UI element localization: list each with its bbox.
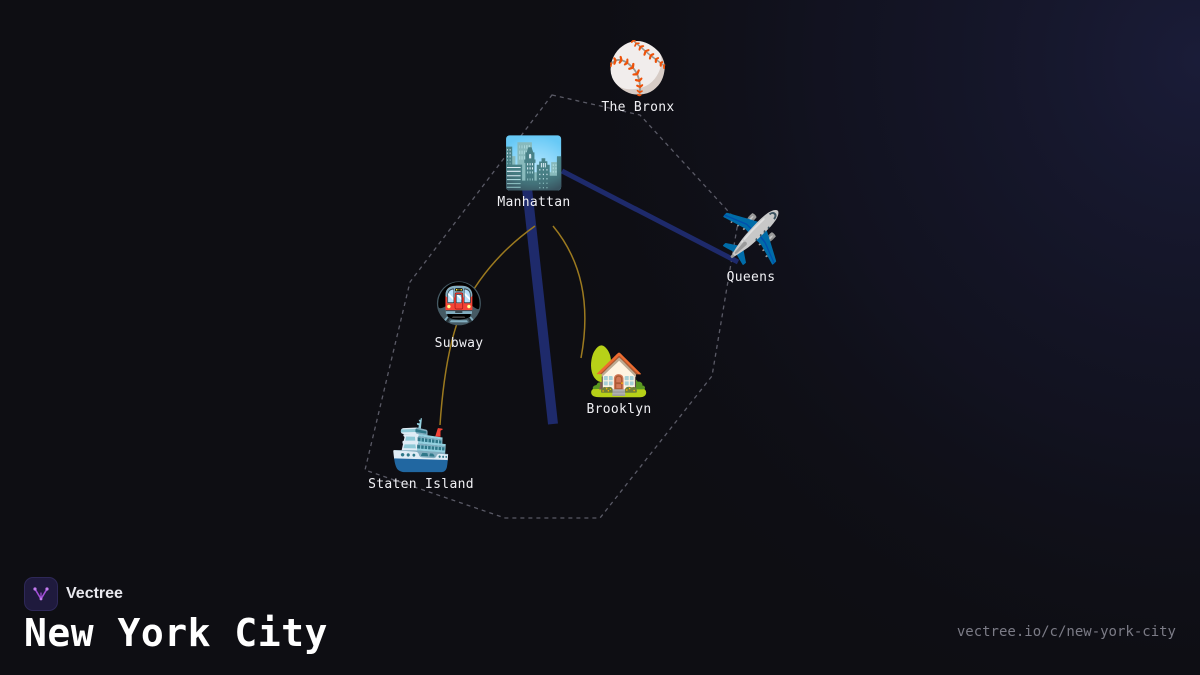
node-label: Staten Island — [368, 477, 474, 492]
ship-icon: 🛳️ — [389, 416, 453, 474]
house-with-garden-icon: 🏡 — [587, 341, 651, 399]
node-label: Queens — [726, 270, 776, 285]
page-title: New York City — [24, 611, 328, 655]
edge-manhattan-queens — [560, 168, 740, 265]
node-queens[interactable]: ✈️ Queens — [671, 210, 831, 285]
baseball-icon: ⚾ — [606, 39, 670, 97]
node-subway[interactable]: 🚇 Subway — [379, 276, 539, 351]
cityscape-icon: 🏙️ — [502, 134, 566, 192]
brand[interactable]: Vectree — [24, 577, 123, 611]
edge-manhattan-subway — [461, 225, 536, 311]
node-label: Subway — [434, 336, 484, 351]
vectree-logo-icon — [24, 577, 58, 611]
airplane-icon: ✈️ — [719, 209, 783, 267]
node-the-bronx[interactable]: ⚾ The Bronx — [558, 40, 718, 115]
node-label: Brooklyn — [586, 402, 652, 417]
node-label: Manhattan — [497, 195, 571, 210]
node-brooklyn[interactable]: 🏡 Brooklyn — [539, 342, 699, 417]
edge-manhattan-brooklyn-thin — [552, 225, 586, 359]
node-label: The Bronx — [601, 100, 675, 115]
metro-icon: 🚇 — [434, 281, 484, 327]
edge-subway-staten-island — [439, 309, 463, 426]
brand-name: Vectree — [66, 585, 123, 602]
cluster-boundary — [364, 94, 739, 519]
node-staten-island[interactable]: 🛳️ Staten Island — [341, 417, 501, 492]
page-url[interactable]: vectree.io/c/new-york-city — [956, 624, 1176, 640]
edge-manhattan-brooklyn-thick — [522, 187, 558, 425]
node-manhattan[interactable]: 🏙️ Manhattan — [454, 135, 614, 210]
